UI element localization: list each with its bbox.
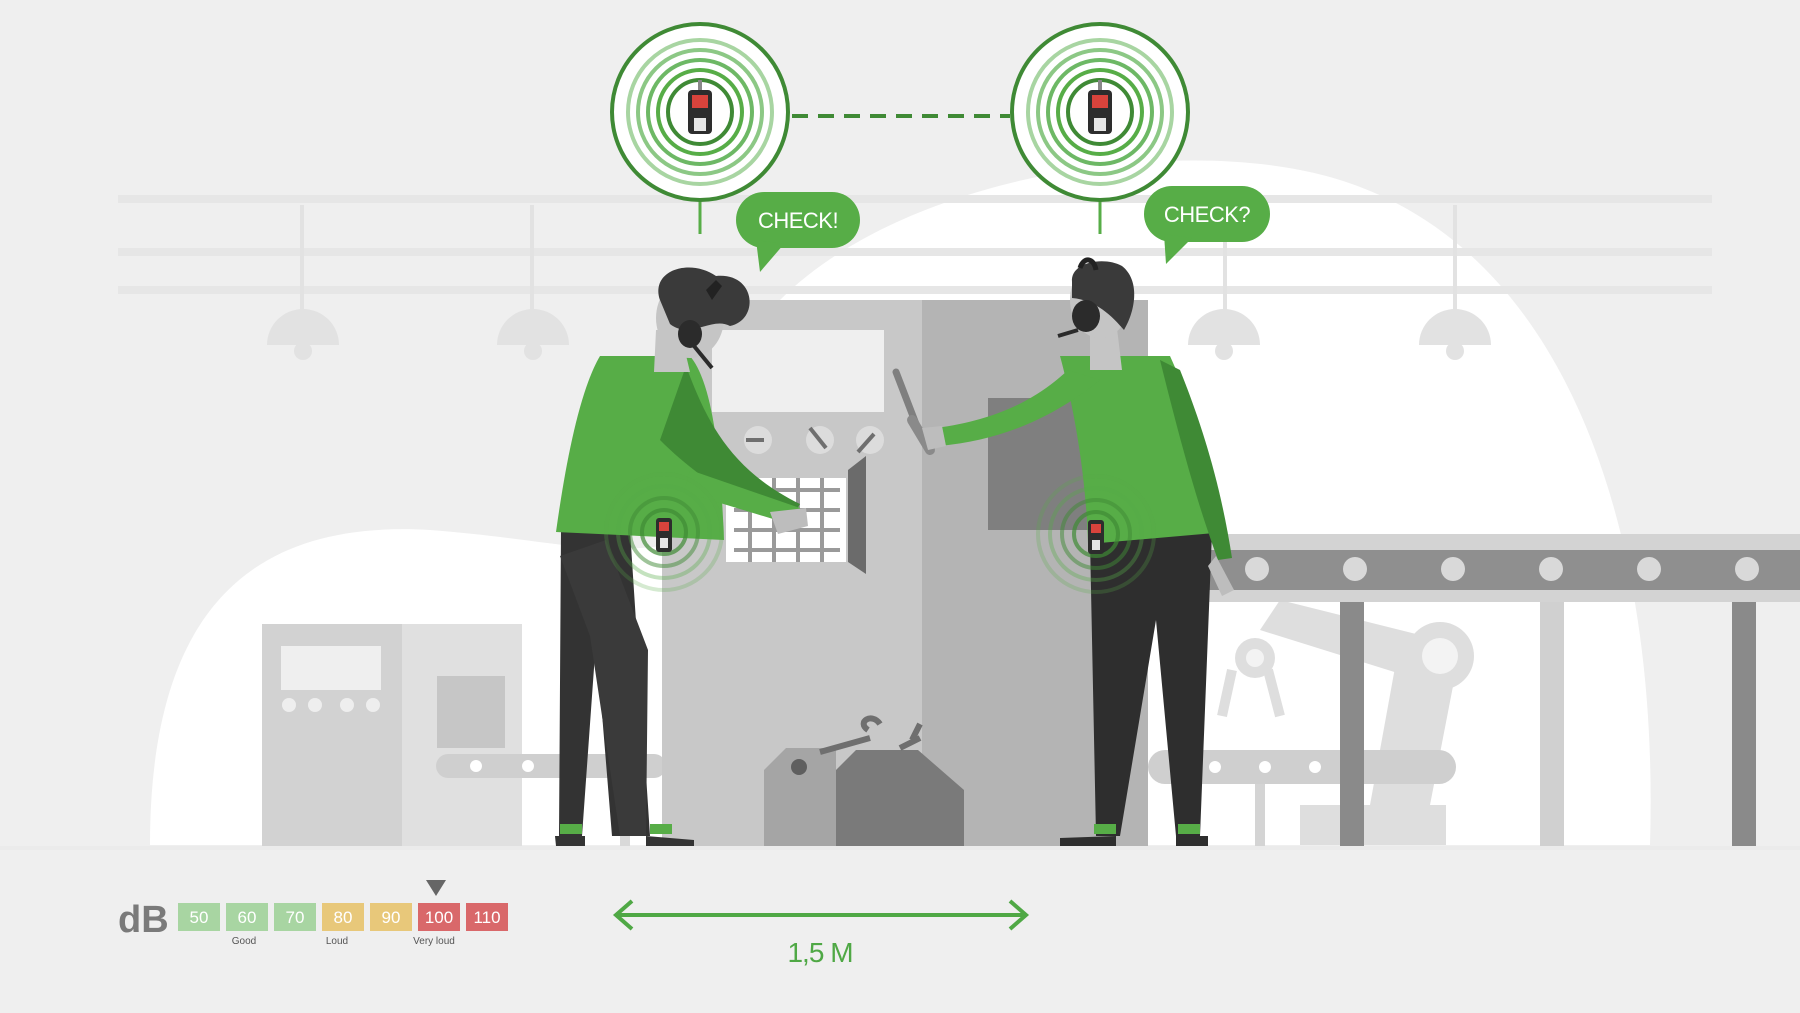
double-arrow-icon: [612, 899, 1030, 931]
db-level-label-50: 50: [190, 908, 209, 927]
device-badge-right: [1010, 22, 1190, 234]
distance-indicator: 1,5 M: [612, 899, 1030, 968]
speech-right-text: CHECK?: [1164, 202, 1251, 227]
speech-bubble-right: CHECK?: [1144, 186, 1270, 264]
ceiling-rails: [118, 195, 1712, 310]
db-level-cell-90: [370, 903, 412, 931]
headset-icon: [678, 280, 722, 370]
worker-left: [555, 267, 808, 846]
caption-good: Good: [232, 936, 256, 947]
db-level-cell-100: [418, 903, 460, 931]
caption-loud: Loud: [326, 936, 348, 947]
db-level-label-90: 90: [382, 908, 401, 927]
floor-line: [0, 846, 1800, 850]
db-level-label-70: 70: [286, 908, 305, 927]
level-indicator-triangle: [426, 880, 446, 896]
speech-left-text: CHECK!: [758, 208, 838, 233]
db-level-label-60: 60: [238, 908, 257, 927]
headset-icon: [1057, 257, 1100, 338]
db-level-cell-70: [274, 903, 316, 931]
worker-right: [922, 257, 1234, 846]
db-level-cell-80: [322, 903, 364, 931]
device-badge-left: [610, 22, 790, 234]
db-level-cell-50: [178, 903, 220, 931]
side-machine: [262, 624, 522, 846]
db-level-label-100: 100: [425, 908, 453, 927]
noise-scale: dB 50 60 70 80 90 100 110 Good Loud Very loud: [118, 880, 508, 947]
db-unit-label: dB: [118, 899, 169, 941]
speech-bubble-left: CHECK!: [736, 192, 860, 272]
toolbox-icon: [764, 715, 964, 846]
db-level-label-80: 80: [334, 908, 353, 927]
ceiling-lamps: [267, 309, 1491, 360]
caption-very-loud: Very loud: [413, 936, 455, 947]
distance-label: 1,5 M: [787, 937, 852, 968]
db-level-cell-110: [466, 903, 508, 931]
db-level-cell-60: [226, 903, 268, 931]
earplug-device-icon: [604, 472, 724, 592]
db-level-label-110: 110: [473, 908, 500, 927]
right-lower-conveyor: [1148, 750, 1456, 846]
earplug-device-icon: [1036, 474, 1156, 594]
earplug-device-icon: [688, 80, 712, 134]
earplug-device-icon: [1088, 80, 1112, 134]
